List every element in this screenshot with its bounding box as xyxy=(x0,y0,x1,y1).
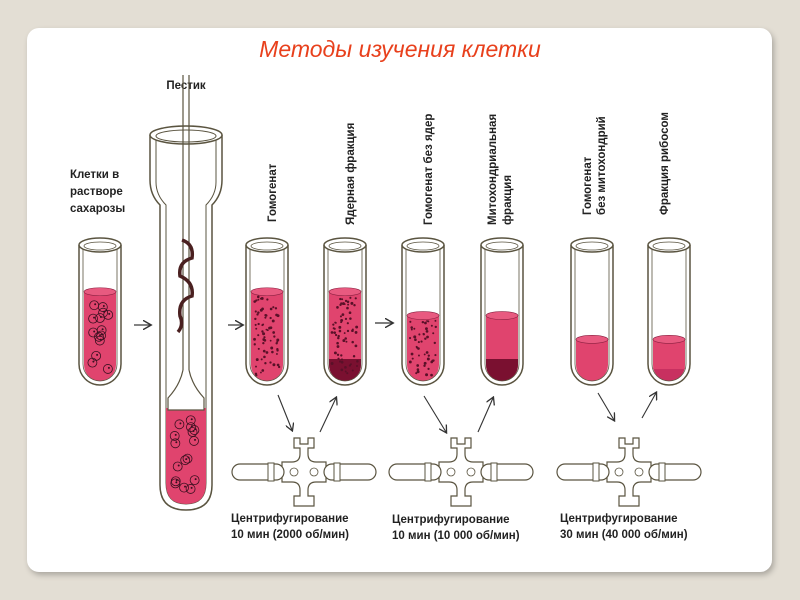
pestle-label: Пестик xyxy=(166,80,206,92)
centrifuge-3-line2: 30 мин (40 000 об/мин) xyxy=(560,529,688,541)
arrow-down xyxy=(423,395,446,432)
cells-label-line1: Клетки в xyxy=(70,169,119,181)
ribosome-fraction-tube xyxy=(647,237,691,386)
nuclear-fraction-tube xyxy=(323,237,367,386)
mortar-pestle xyxy=(149,75,223,511)
arrow-up xyxy=(319,398,336,433)
homogenate-no-nuclei-label: Гомогенат без ядер xyxy=(423,114,435,225)
cells-label-line3: сахарозы xyxy=(70,203,125,215)
liquid xyxy=(407,315,439,381)
centrifuge-2-line1: Центрифугирование xyxy=(392,514,510,526)
cells-tube xyxy=(78,237,122,386)
centrifuge-rotor-icon xyxy=(231,437,377,507)
homogenate-no-mito-tube xyxy=(570,237,614,386)
spiral-icon xyxy=(176,238,195,334)
centrifuge-rotor-icon xyxy=(556,437,702,507)
homog-no-mito-label-line1: Гомогенат xyxy=(582,156,594,215)
liquid xyxy=(576,339,608,381)
centrifuge-1-line1: Центрифугирование xyxy=(231,513,349,525)
mito-label-line2: фракция xyxy=(502,175,514,225)
centrifuge-rotor-icon xyxy=(388,437,534,507)
ribosome-fraction-label: Фракция рибосом xyxy=(659,112,671,215)
homogenate-no-nuclei-tube xyxy=(401,237,445,386)
arrow-up xyxy=(641,393,656,419)
arrow-down xyxy=(597,392,614,420)
sediment xyxy=(329,359,361,381)
liquid xyxy=(329,291,361,381)
cells-label-line2: растворе xyxy=(70,186,123,198)
homogenate-tube xyxy=(245,237,289,386)
centrifuge-2-line2: 10 мин (10 000 об/мин) xyxy=(392,530,520,542)
sediment xyxy=(486,359,518,381)
centrifuge-3-line1: Центрифугирование xyxy=(560,513,678,525)
arrow-down xyxy=(277,394,292,430)
arrow-up xyxy=(477,398,493,433)
liquid xyxy=(251,291,283,381)
slide-title: Методы изучения клетки xyxy=(259,36,541,62)
centrifuge-1-line2: 10 мин (2000 об/мин) xyxy=(231,529,349,541)
homogenate-label: Гомогенат xyxy=(267,163,279,222)
nuclear-fraction-label: Ядерная фракция xyxy=(345,123,357,225)
sediment xyxy=(653,365,685,381)
homog-no-mito-label-line2: без митохондрий xyxy=(596,116,608,215)
mito-label-line1: Митохондриальная xyxy=(487,114,499,225)
mitochondrial-fraction-tube xyxy=(480,237,524,386)
